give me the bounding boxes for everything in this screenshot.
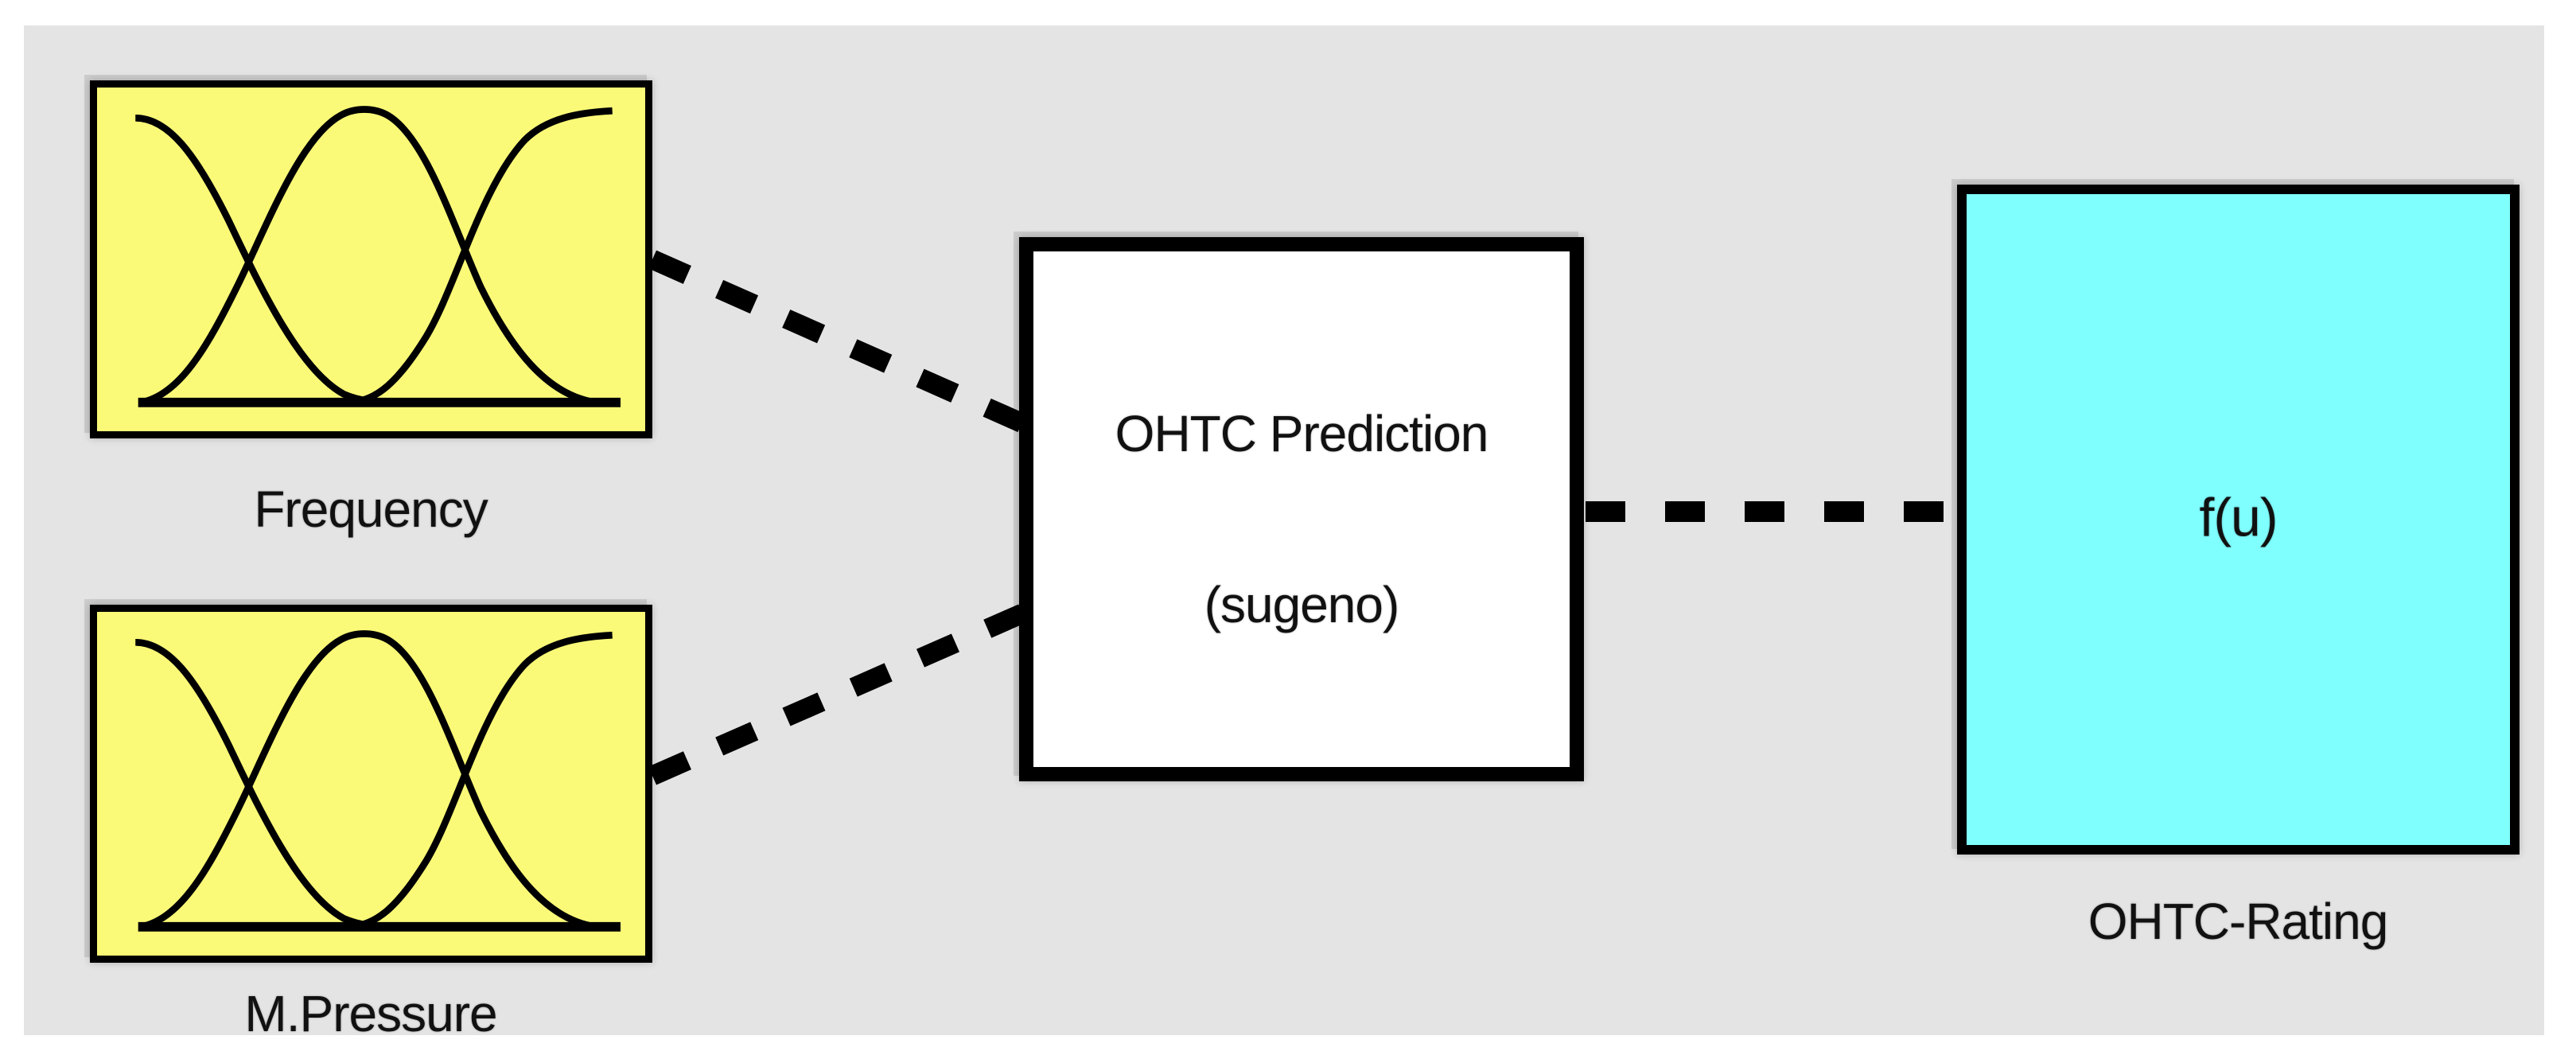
input-label-frequency: Frequency	[254, 481, 488, 538]
input-label-mpressure: M.Pressure	[244, 985, 497, 1042]
fis-system-box[interactable]: OHTC Prediction (sugeno)	[1019, 237, 1584, 781]
fis-title: OHTC Prediction	[1115, 405, 1489, 462]
output-label: OHTC-Rating	[2088, 893, 2389, 950]
output-formula: f(u)	[2199, 487, 2278, 548]
input-box-mpressure[interactable]	[90, 605, 652, 963]
fis-inference-type: (sugeno)	[1204, 576, 1400, 633]
membership-function-curves-icon	[135, 630, 621, 932]
output-box-ohtc-rating[interactable]: f(u)	[1957, 185, 2520, 855]
input-box-frequency[interactable]	[90, 80, 652, 438]
membership-function-curves-icon	[135, 106, 621, 407]
